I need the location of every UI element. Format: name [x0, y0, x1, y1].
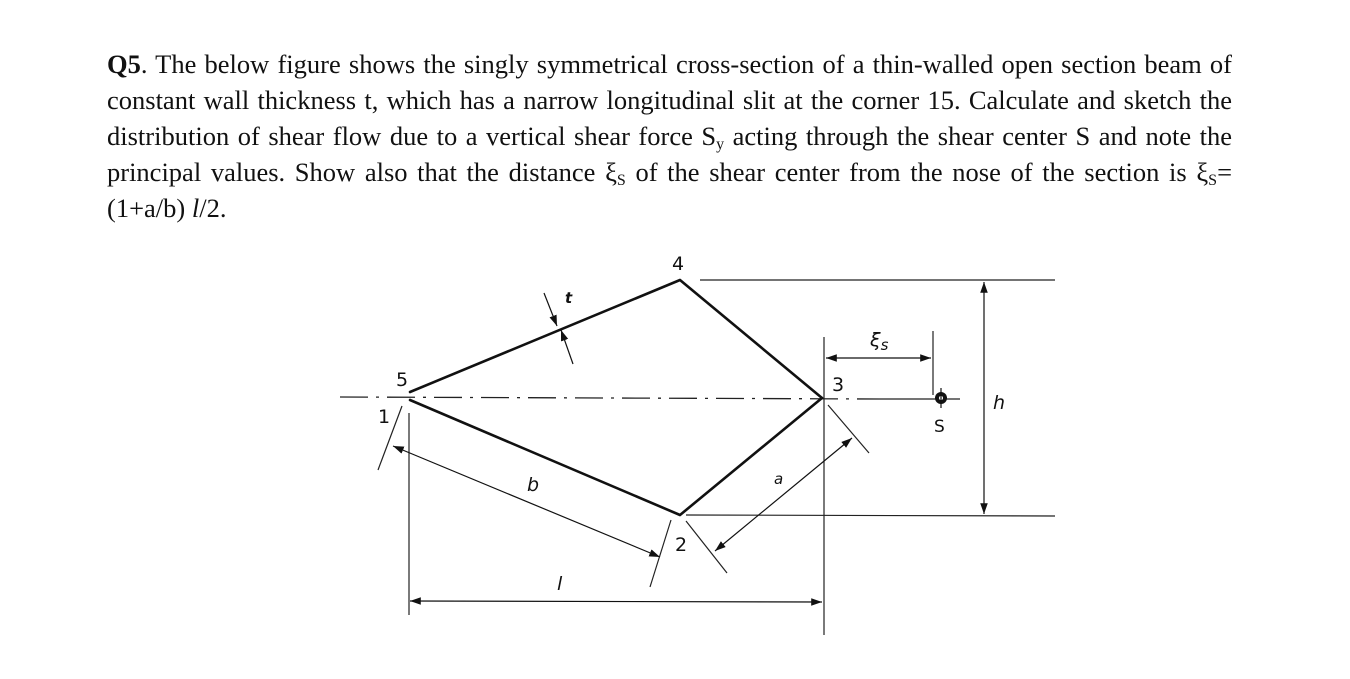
formula: ξS= (1+a/b) l/2.: [107, 157, 1233, 223]
section-walls: [408, 278, 824, 517]
question-number: Q5: [107, 49, 141, 79]
node-label-2: 2: [675, 534, 687, 556]
node-label-1: 1: [378, 406, 390, 428]
node-label-4: 4: [672, 253, 684, 275]
h-label: h: [993, 392, 1005, 414]
b-label: b: [527, 474, 539, 496]
node-label-5: 5: [396, 369, 408, 391]
dimension-lines: [392, 282, 988, 606]
thickness-indicator: [543, 292, 574, 365]
xi-s-label: ξs: [869, 329, 889, 354]
extension-lines: [377, 279, 1056, 635]
question-text: Q5. The below figure shows the singly sy…: [107, 49, 1233, 223]
symmetry-axis: [339, 396, 960, 400]
l-label: l: [557, 573, 563, 595]
shear-center-marker: [935, 388, 947, 408]
thickness-label: t: [565, 289, 573, 307]
a-label: a: [774, 470, 783, 488]
node-label-3: 3: [832, 374, 844, 396]
shear-center-label: S: [934, 417, 945, 437]
node-labels: 4 5 1 3 2: [378, 253, 844, 556]
dimension-labels: t b a l h ξs S: [527, 289, 1005, 595]
